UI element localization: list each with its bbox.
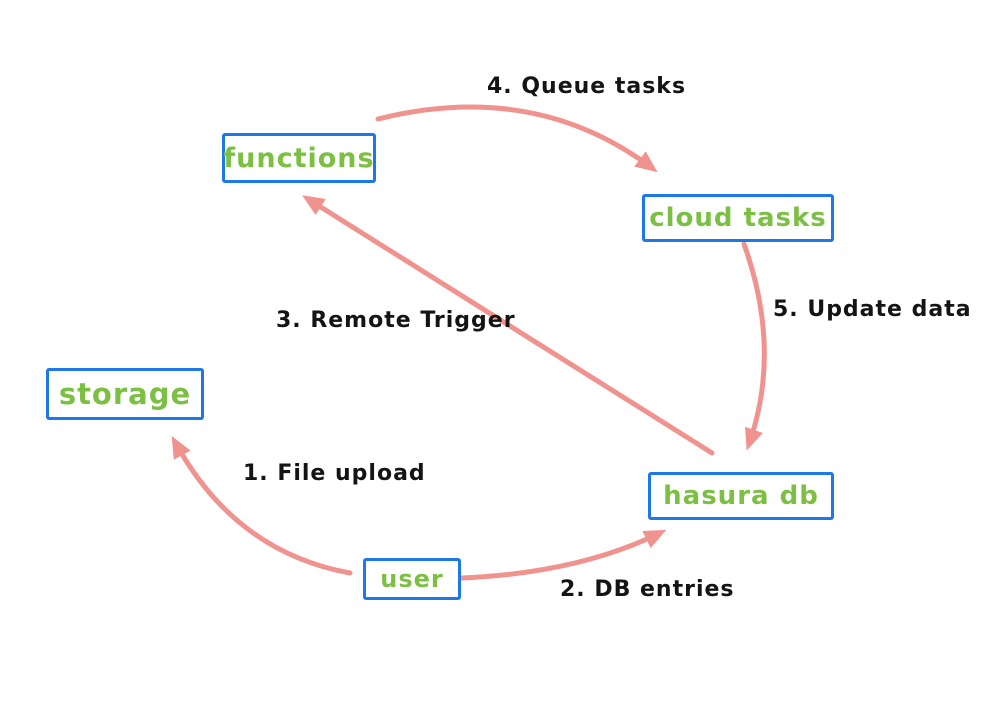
edge-label-file-upload: 1. File upload	[243, 461, 426, 486]
node-storage: storage	[46, 368, 204, 420]
edge-label-update-data: 5. Update data	[773, 297, 972, 322]
edge-db-entries-arrow	[459, 529, 667, 581]
node-cloud-tasks: cloud tasks	[642, 194, 834, 242]
edge-remote-trigger-arrow	[302, 195, 715, 456]
edge-update-data-arrow	[741, 241, 767, 451]
edge-label-db-entries: 2. DB entries	[560, 577, 735, 602]
edge-label-remote-trigger: 3. Remote Trigger	[276, 308, 516, 333]
edge-queue-tasks-arrow	[375, 104, 658, 173]
edge-label-queue-tasks: 4. Queue tasks	[487, 74, 687, 99]
node-hasura-db: hasura db	[648, 472, 834, 520]
node-user: user	[363, 558, 461, 600]
node-functions: functions	[222, 133, 376, 183]
edge-file-upload-arrow	[171, 435, 353, 576]
